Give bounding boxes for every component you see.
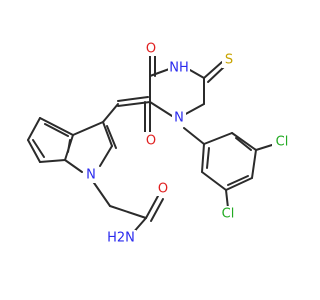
bond: [207, 65, 226, 83]
bond: [102, 121, 113, 147]
molecule-diagram: O NH S O N Cl Cl N O H2N: [27, 40, 292, 246]
bond: [203, 61, 223, 79]
atom-n-ring: N: [174, 111, 184, 126]
bond: [189, 69, 205, 79]
bond: [32, 139, 45, 158]
atom-o-mid: O: [146, 134, 156, 149]
bond: [117, 101, 151, 107]
bond: [39, 117, 74, 136]
bond: [235, 137, 252, 151]
bond: [225, 189, 229, 209]
bond: [225, 177, 253, 191]
atom-cl-top: Cl: [276, 135, 289, 150]
structure-svg: O NH S O N Cl Cl N O H2N: [27, 40, 292, 246]
bond: [183, 127, 205, 145]
bond: [72, 121, 104, 136]
atom-labels: O NH S O N Cl Cl N O H2N: [84, 40, 292, 246]
bond: [203, 132, 233, 145]
bond: [102, 103, 119, 123]
bond: [27, 117, 41, 141]
atom-nh: NH: [169, 61, 189, 76]
atom-o-top: O: [146, 42, 156, 57]
bond: [150, 198, 164, 222]
bonds: [27, 55, 273, 235]
bond: [201, 171, 227, 191]
bond: [67, 139, 71, 153]
bond: [206, 147, 210, 169]
bond: [117, 96, 149, 102]
bond: [44, 123, 69, 137]
bond: [145, 195, 159, 219]
bond: [99, 145, 113, 167]
bond: [91, 179, 111, 207]
bond: [39, 159, 66, 163]
bond: [149, 101, 173, 117]
atom-nh2: H2N: [107, 231, 135, 246]
bond: [251, 149, 257, 179]
bond: [231, 132, 257, 151]
atom-n-indole: N: [86, 168, 96, 183]
bond: [64, 159, 83, 173]
bond: [201, 143, 205, 173]
bond: [27, 139, 41, 163]
bond: [109, 205, 147, 219]
bond: [106, 125, 117, 149]
atom-cl-bot: Cl: [222, 207, 235, 222]
atom-o-amide: O: [158, 182, 168, 197]
bond: [227, 175, 249, 186]
bond: [255, 144, 273, 151]
atom-s: S: [225, 53, 233, 68]
